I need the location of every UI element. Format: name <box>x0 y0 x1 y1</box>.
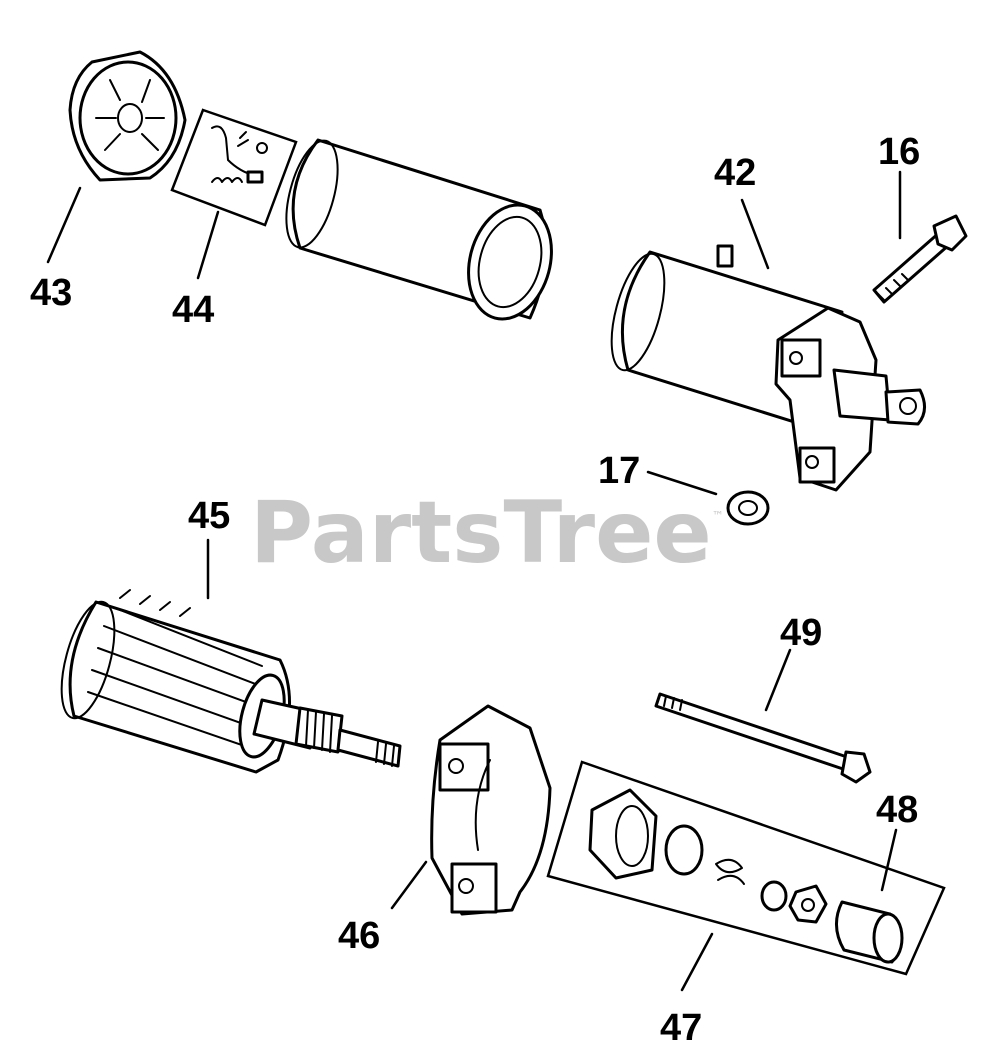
part-46-drive-end-bracket[interactable] <box>430 704 552 916</box>
callout-45: 45 <box>188 495 230 537</box>
watermark-trademark: ™ <box>712 509 724 523</box>
partstree-watermark: PartsTree ™ <box>250 483 724 583</box>
callout-44: 44 <box>172 289 214 331</box>
callout-47: 47 <box>660 1007 702 1049</box>
callout-16: 16 <box>878 131 920 173</box>
part-42-starter-assembly[interactable] <box>601 244 926 492</box>
callout-48: 48 <box>876 789 918 831</box>
callout-43: 43 <box>30 272 72 314</box>
watermark-text: PartsTree <box>250 483 712 583</box>
part-48-sleeve[interactable] <box>835 900 904 964</box>
callout-46: 46 <box>338 915 380 957</box>
part-49-through-bolt[interactable] <box>654 692 872 784</box>
callout-42: 42 <box>714 152 756 194</box>
callout-labels: 43 44 42 16 17 45 49 48 46 47 <box>30 131 920 1049</box>
callout-17: 17 <box>598 450 640 492</box>
part-16-bolt[interactable] <box>872 214 968 304</box>
part-47-drive-kit[interactable] <box>546 760 946 976</box>
motor-frame-tube[interactable] <box>277 135 564 328</box>
part-45-armature[interactable] <box>51 589 402 774</box>
part-17-washer[interactable] <box>726 490 770 526</box>
part-44-brush-kit[interactable] <box>170 108 298 227</box>
leader-lines <box>46 170 902 992</box>
part-43-end-cap[interactable] <box>68 50 187 182</box>
callout-49: 49 <box>780 612 822 654</box>
